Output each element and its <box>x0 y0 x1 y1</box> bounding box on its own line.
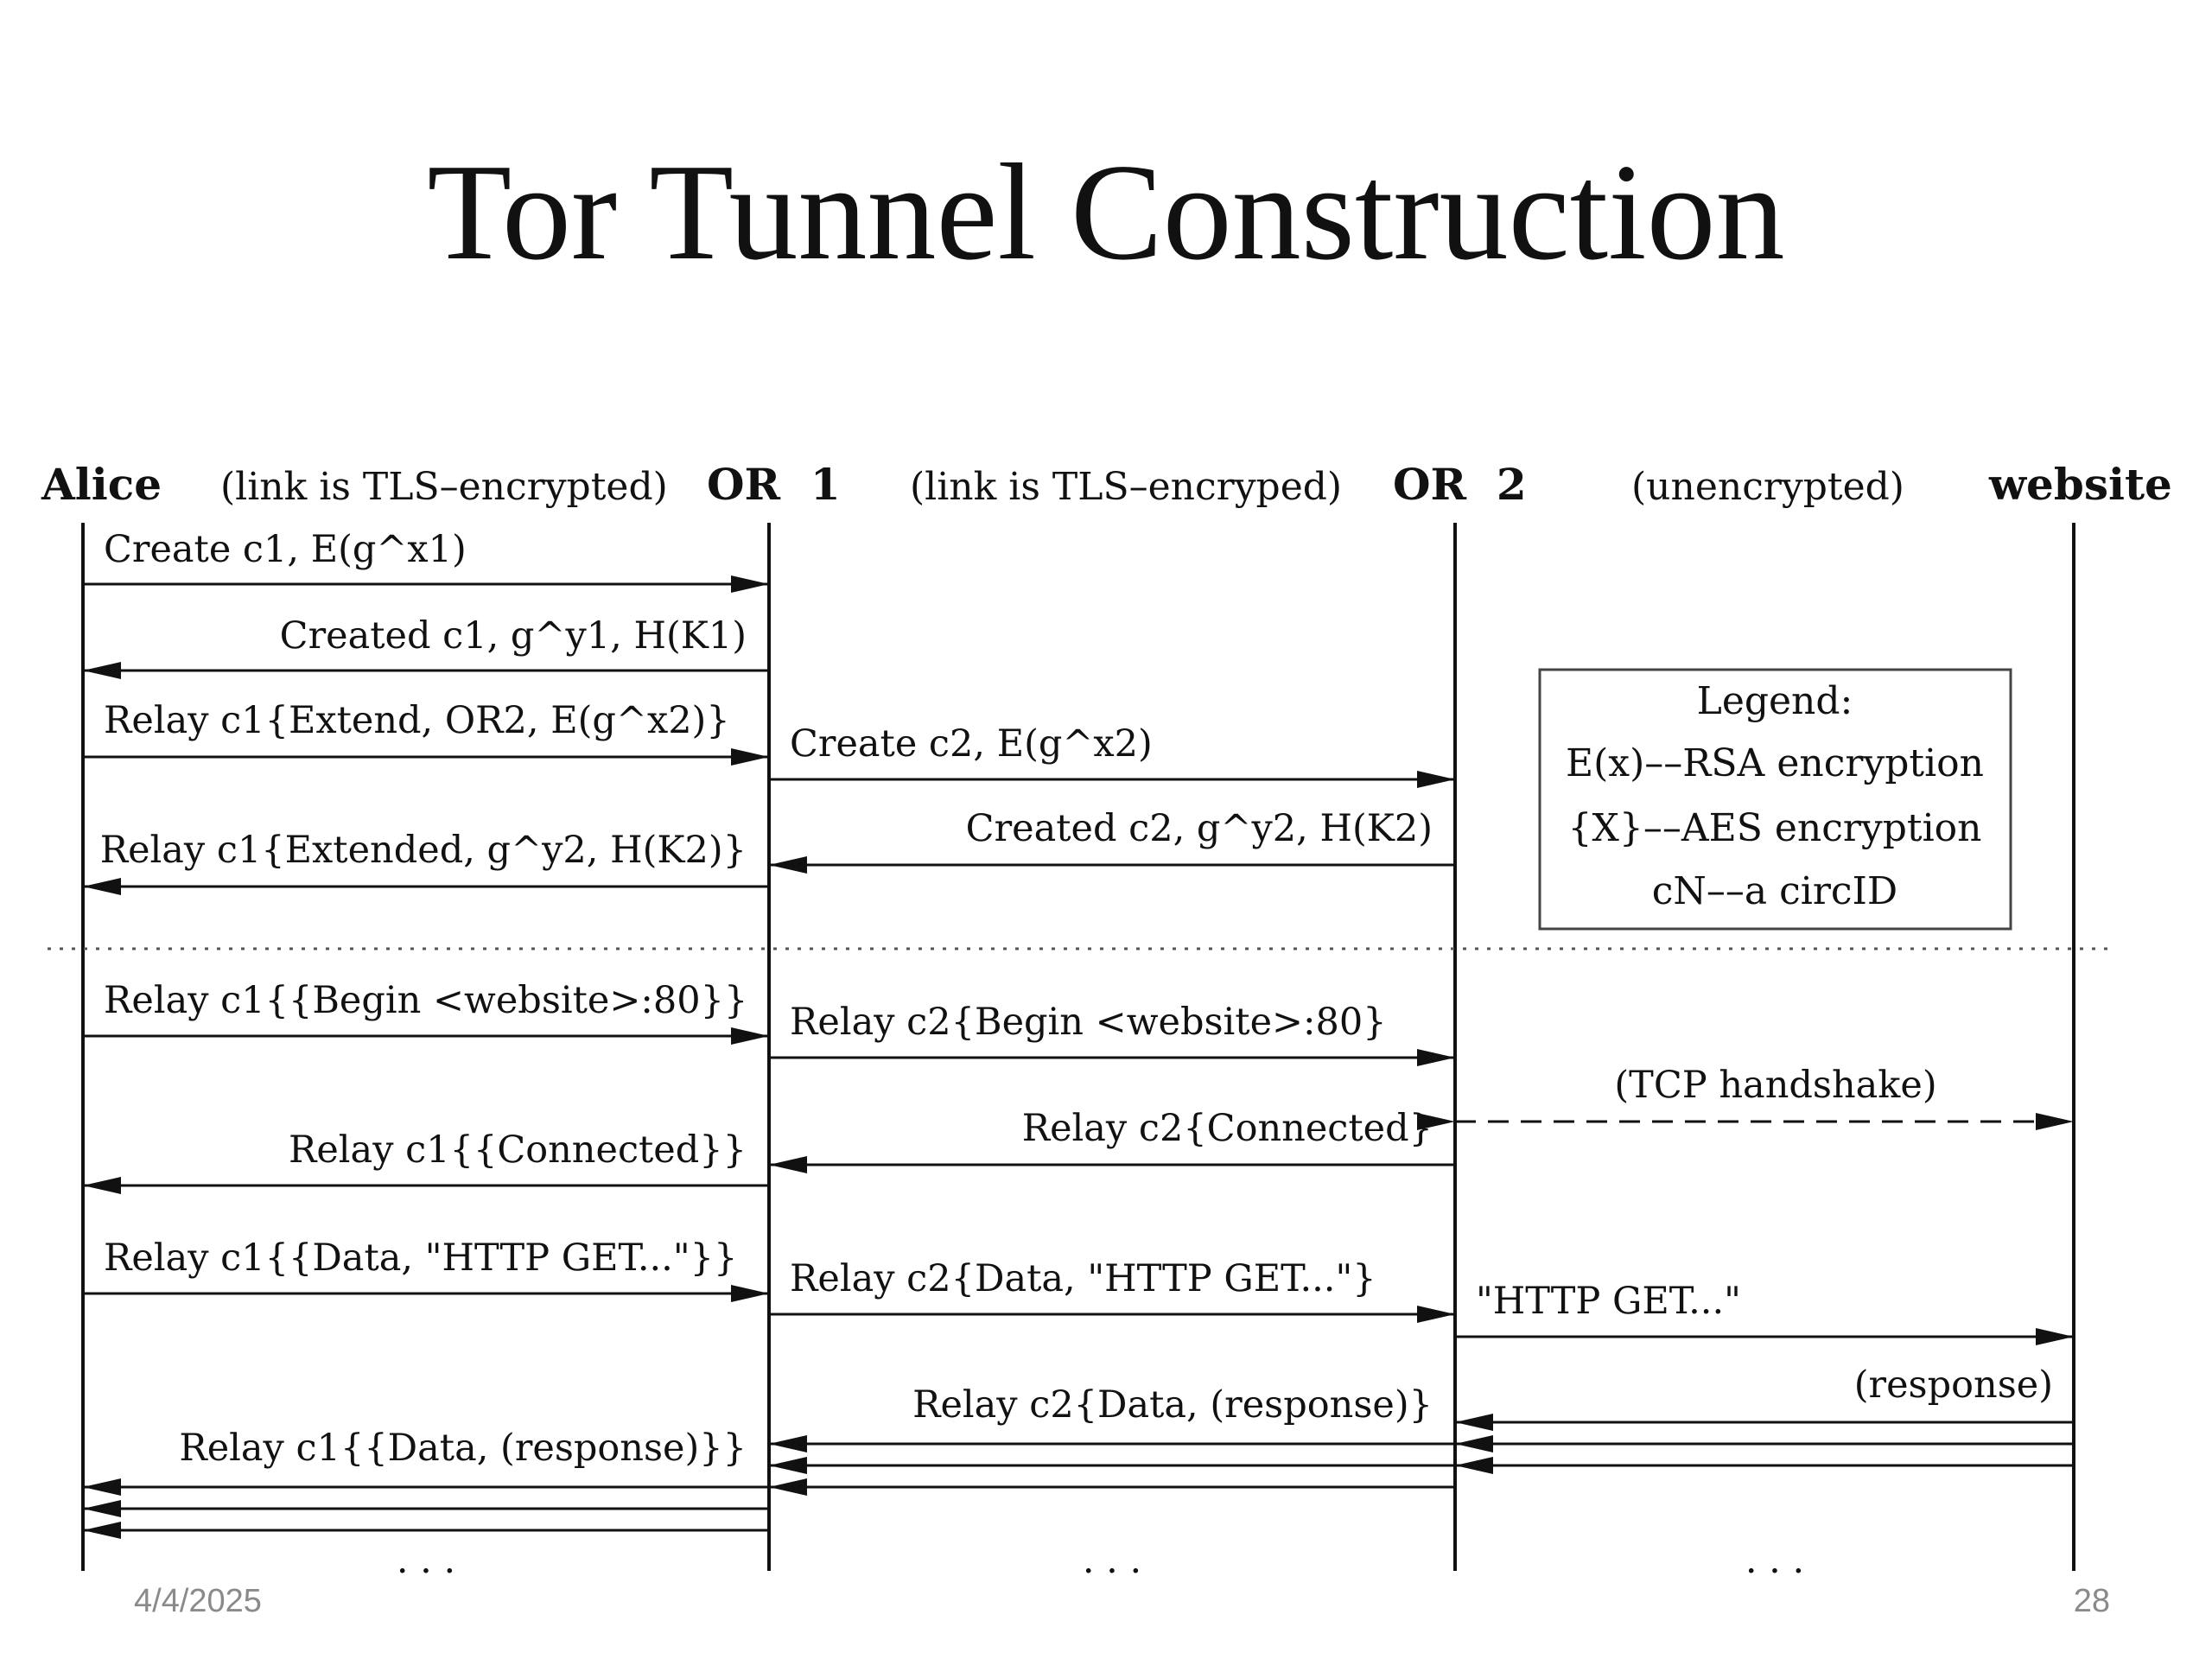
message-label: Created c2, g^y2, H(K2) <box>966 807 1433 850</box>
message-label: Relay c2{Connected} <box>1022 1107 1433 1150</box>
participant-or1: OR 1 <box>707 459 841 510</box>
slide-date: 4/4/2025 <box>134 1583 262 1619</box>
legend-item: {X}––AES encryption <box>1568 806 1982 850</box>
message-label: (response) <box>1854 1363 2053 1407</box>
legend-item: cN––a circID <box>1652 869 1897 913</box>
participant-or2: OR 2 <box>1393 459 1527 510</box>
participant-alice: Alice <box>41 459 162 510</box>
link-note-alice-or1: (link is TLS–encrypted) <box>220 465 668 509</box>
continuation-dots: . . . <box>1083 1539 1141 1582</box>
message-label: Relay c1{Extend, OR2, E(g^x2)} <box>104 699 730 742</box>
message-label: Relay c2{Data, (response)} <box>912 1383 1433 1427</box>
continuation-dots: . . . <box>397 1539 455 1582</box>
message-label: Relay c1{{Begin <website>:80}} <box>104 979 747 1022</box>
message-label: (TCP handshake) <box>1614 1064 1936 1107</box>
message-label: Relay c2{Data, "HTTP GET..."} <box>790 1257 1376 1300</box>
message-label: Relay c1{{Connected}} <box>289 1128 747 1172</box>
link-note-or1-or2: (link is TLS–encryped) <box>910 465 1342 509</box>
message-label: "HTTP GET..." <box>1476 1280 1741 1323</box>
link-note-or2-website: (unencrypted) <box>1631 465 1904 509</box>
legend-item: E(x)––RSA encryption <box>1566 741 1984 785</box>
message-label: Created c1, g^y1, H(K1) <box>280 614 747 658</box>
message-label: Relay c1{{Data, "HTTP GET..."}} <box>104 1236 737 1280</box>
participant-website: website <box>1988 459 2172 510</box>
message-label: Relay c1{{Data, (response)}} <box>179 1427 747 1470</box>
message-label: Create c2, E(g^x2) <box>790 722 1153 766</box>
message-label: Create c1, E(g^x1) <box>104 528 467 571</box>
slide-title: Tor Tunnel Construction <box>427 135 1785 289</box>
message-label: Relay c1{Extended, g^y2, H(K2)} <box>100 829 747 872</box>
slide-number: 28 <box>2073 1583 2110 1619</box>
legend-title: Legend: <box>1697 679 1853 723</box>
message-label: Relay c2{Begin <website>:80} <box>790 1001 1387 1044</box>
continuation-dots: . . . <box>1745 1539 1804 1582</box>
legend-box <box>1538 668 2012 931</box>
